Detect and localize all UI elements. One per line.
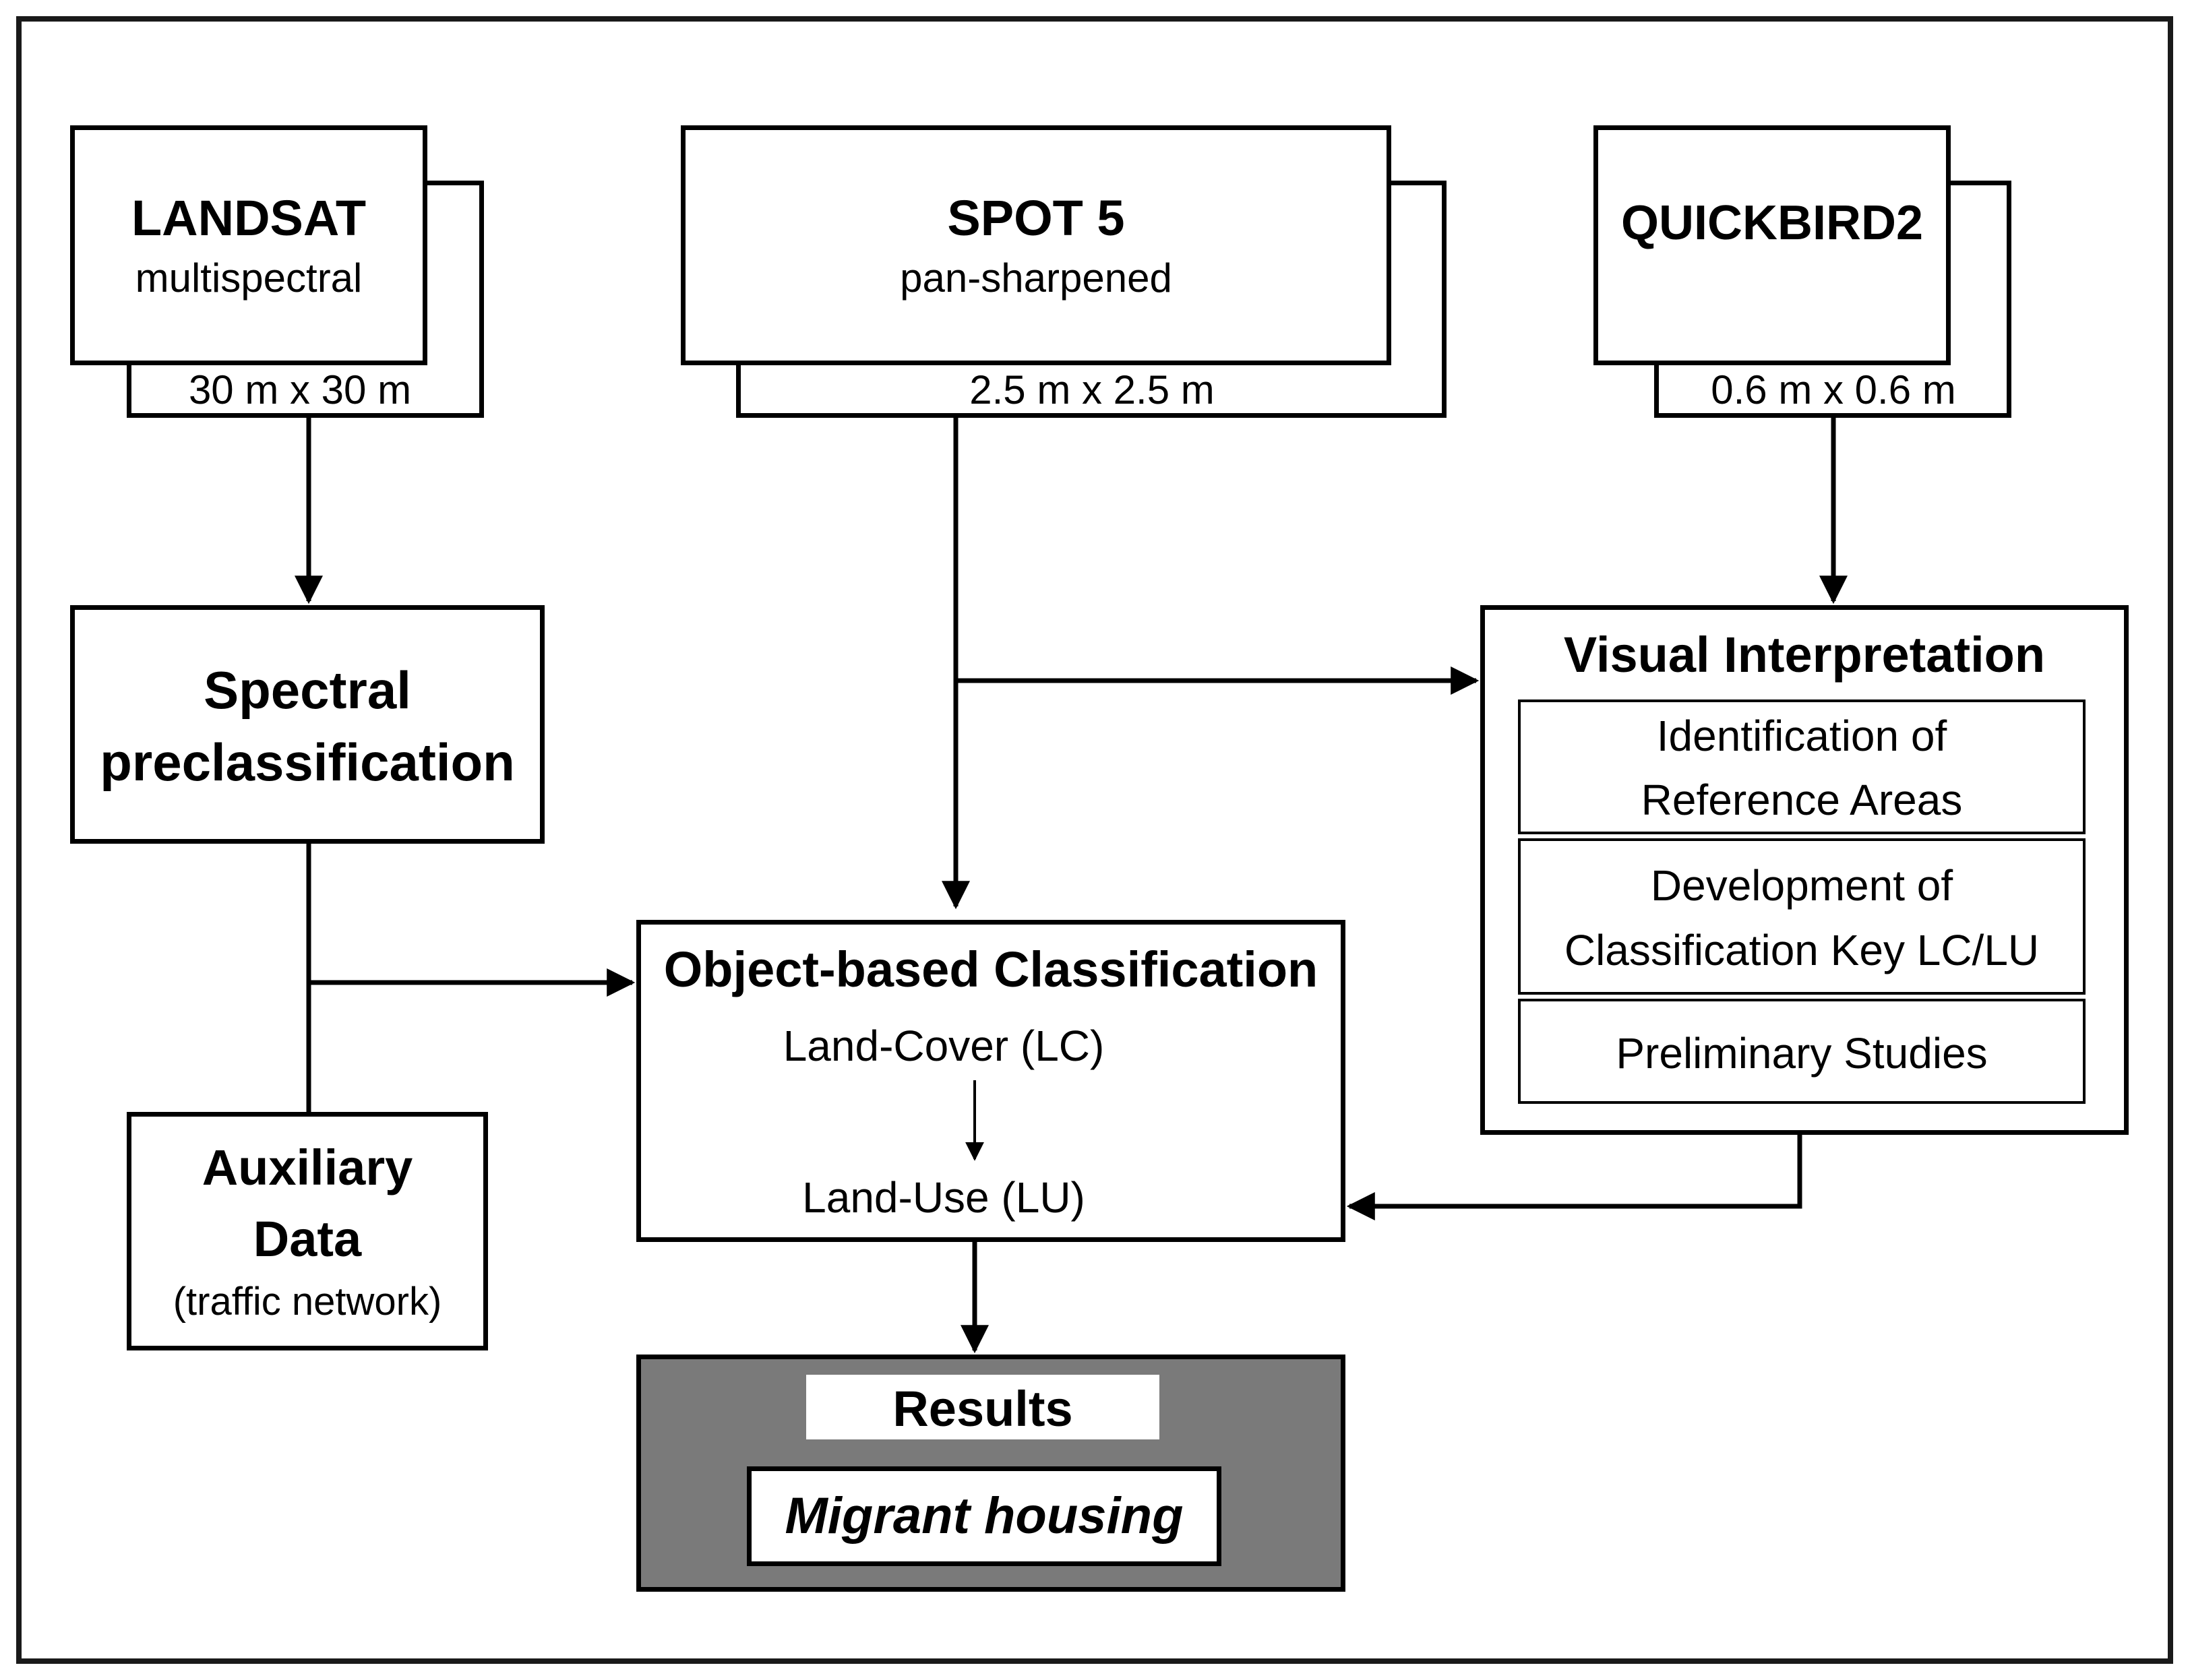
land-cover-label: Land-Cover (LC) [783, 1022, 1105, 1070]
migrant-housing-box [747, 1466, 1221, 1566]
arrow-visual-to-object [1346, 1135, 1802, 1220]
migrant-housing-label: Migrant housing [785, 1487, 1184, 1545]
classification-key-line1: Development of [1650, 861, 1953, 910]
landsat-front-box [70, 125, 427, 365]
spot-title: SPOT 5 [947, 190, 1125, 246]
spectral-preclassification-box [70, 605, 545, 844]
landsat-subtitle: multispectral [135, 255, 363, 301]
preliminary-studies-box [1518, 999, 2086, 1104]
spot-resolution: 2.5 m x 2.5 m [969, 367, 1215, 412]
spot-front-box [681, 125, 1391, 365]
preliminary-studies-label: Preliminary Studies [1616, 1029, 1988, 1078]
quickbird-resolution: 0.6 m x 0.6 m [1711, 367, 1956, 412]
quickbird-title: QUICKBIRD2 [1620, 196, 1924, 250]
auxiliary-line3: (traffic network) [173, 1280, 442, 1324]
landsat-resolution: 30 m x 30 m [188, 367, 412, 412]
reference-areas-box [1518, 699, 2086, 834]
results-title: Results [892, 1381, 1073, 1437]
spectral-line2: preclassification [100, 733, 515, 792]
auxiliary-line1: Auxiliary [202, 1140, 413, 1195]
object-based-title: Object-based Classification [663, 941, 1318, 997]
classification-key-line2: Classification Key LC/LU [1564, 926, 2040, 974]
outer-frame [16, 16, 2173, 1664]
spot-subtitle: pan-sharpened [900, 255, 1172, 301]
reference-areas-line2: Reference Areas [1641, 776, 1963, 824]
reference-areas-line1: Identification of [1656, 712, 1947, 760]
auxiliary-data-box [127, 1112, 488, 1350]
landsat-title: LANDSAT [131, 190, 367, 246]
quickbird-front-box [1593, 125, 1951, 365]
auxiliary-line2: Data [253, 1211, 362, 1267]
object-based-classification-box [636, 920, 1345, 1242]
land-use-label: Land-Use (LU) [802, 1173, 1085, 1222]
classification-key-box [1518, 838, 2086, 995]
visual-interpretation-title: Visual Interpretation [1563, 627, 2046, 683]
spectral-line1: Spectral [204, 660, 411, 720]
results-title-box [806, 1375, 1159, 1439]
